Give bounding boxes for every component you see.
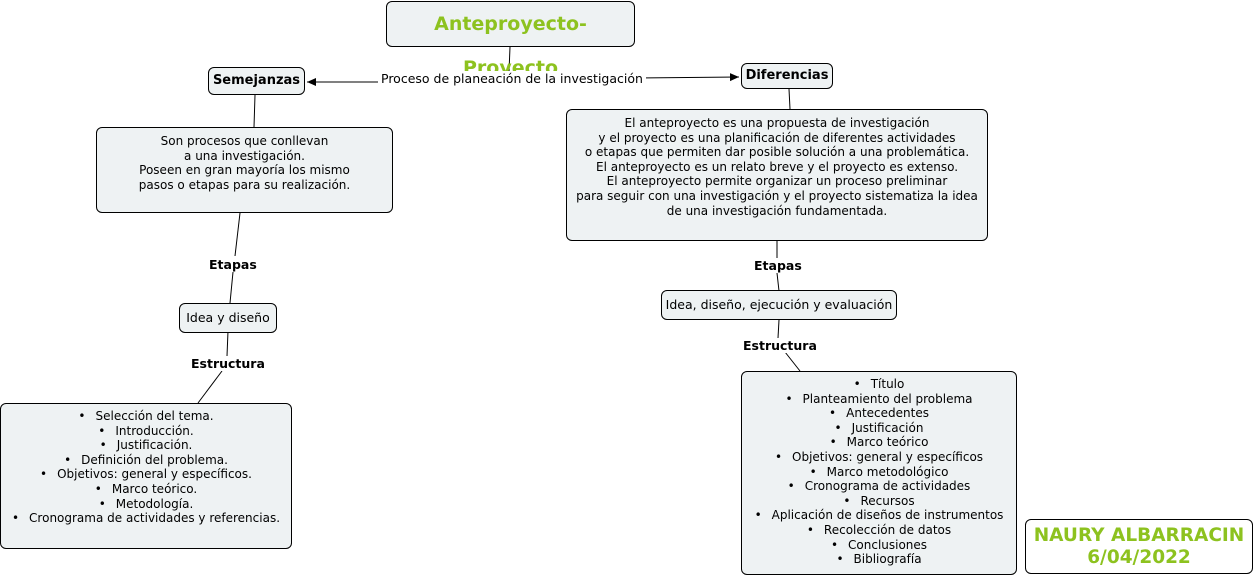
list-item: Justificación.	[1, 438, 291, 453]
list-item: Objetivos: general y específicos	[742, 450, 1016, 465]
author-name: NAURY ALBARRACIN	[1033, 525, 1245, 546]
list-item: Planteamiento del problema	[742, 392, 1016, 407]
list-item: Definición del problema.	[1, 453, 291, 468]
description-line: y el proyecto es una planificación de di…	[598, 130, 956, 145]
list-item: Recursos	[742, 494, 1016, 509]
description-line: de una investigación fundamentada.	[666, 203, 888, 218]
list-item: Bibliografía	[742, 552, 1016, 567]
diferencias-node[interactable]: Diferencias	[741, 63, 833, 89]
description-line: El anteproyecto es un relato breve y el …	[595, 159, 959, 174]
list-item: Marco metodológico	[742, 465, 1016, 480]
list-item: Marco teórico	[742, 435, 1016, 450]
left-estructura-label: Estructura	[189, 356, 267, 371]
process-link-label: Proceso de planeación de la investigació…	[378, 71, 646, 86]
list-item: Introducción.	[1, 424, 291, 439]
list-item: Aplicación de diseños de instrumentos	[742, 508, 1016, 523]
right-estructura-node[interactable]: Título Planteamiento del problema Antece…	[741, 371, 1017, 575]
list-item: Metodología.	[1, 497, 291, 512]
left-etapas-label: Etapas	[207, 257, 259, 272]
list-item: Cronograma de actividades y referencias.	[1, 511, 291, 526]
right-etapas-label: Etapas	[752, 258, 804, 273]
description-line: El anteproyecto es una propuesta de inve…	[624, 116, 930, 130]
list-item: Antecedentes	[742, 406, 1016, 421]
title-node[interactable]: Anteproyecto-Proyecto	[386, 1, 635, 79]
semejanzas-description-node[interactable]: Son procesos que conllevan a una investi…	[96, 127, 393, 213]
semejanzas-node[interactable]: Semejanzas	[208, 67, 305, 95]
list-item: Conclusiones	[742, 538, 1016, 553]
author-box[interactable]: NAURY ALBARRACIN 6/04/2022	[1025, 519, 1253, 574]
list-item: Objetivos: general y específicos.	[1, 467, 291, 482]
list-item: Selección del tema.	[1, 409, 291, 424]
diferencias-description-node[interactable]: El anteproyecto es una propuesta de inve…	[566, 109, 988, 241]
description-line: pasos o etapas para su realización.	[138, 177, 351, 192]
right-estructura-label: Estructura	[741, 338, 819, 353]
description-line: o etapas que permiten dar posible soluci…	[584, 145, 970, 160]
left-estructura-node[interactable]: Selección del tema. Introducción. Justif…	[0, 403, 292, 549]
list-item: Marco teórico.	[1, 482, 291, 497]
description-line: Poseen en gran mayoría los mismo	[139, 163, 350, 178]
left-etapas-node[interactable]: Idea y diseño	[179, 303, 277, 333]
author-date: 6/04/2022	[1087, 547, 1191, 568]
description-line: para seguir con una investigación y el p…	[576, 188, 978, 203]
list-item: Cronograma de actividades	[742, 479, 1016, 494]
list-item: Recolección de datos	[742, 523, 1016, 538]
description-line: a una investigación.	[184, 148, 305, 163]
list-item: Título	[742, 377, 1016, 392]
description-line: Son procesos que conllevan	[160, 134, 329, 148]
description-line: El anteproyecto permite organizar un pro…	[606, 174, 948, 189]
right-etapas-node[interactable]: Idea, diseño, ejecución y evaluación	[661, 290, 897, 320]
list-item: Justificación	[742, 421, 1016, 436]
